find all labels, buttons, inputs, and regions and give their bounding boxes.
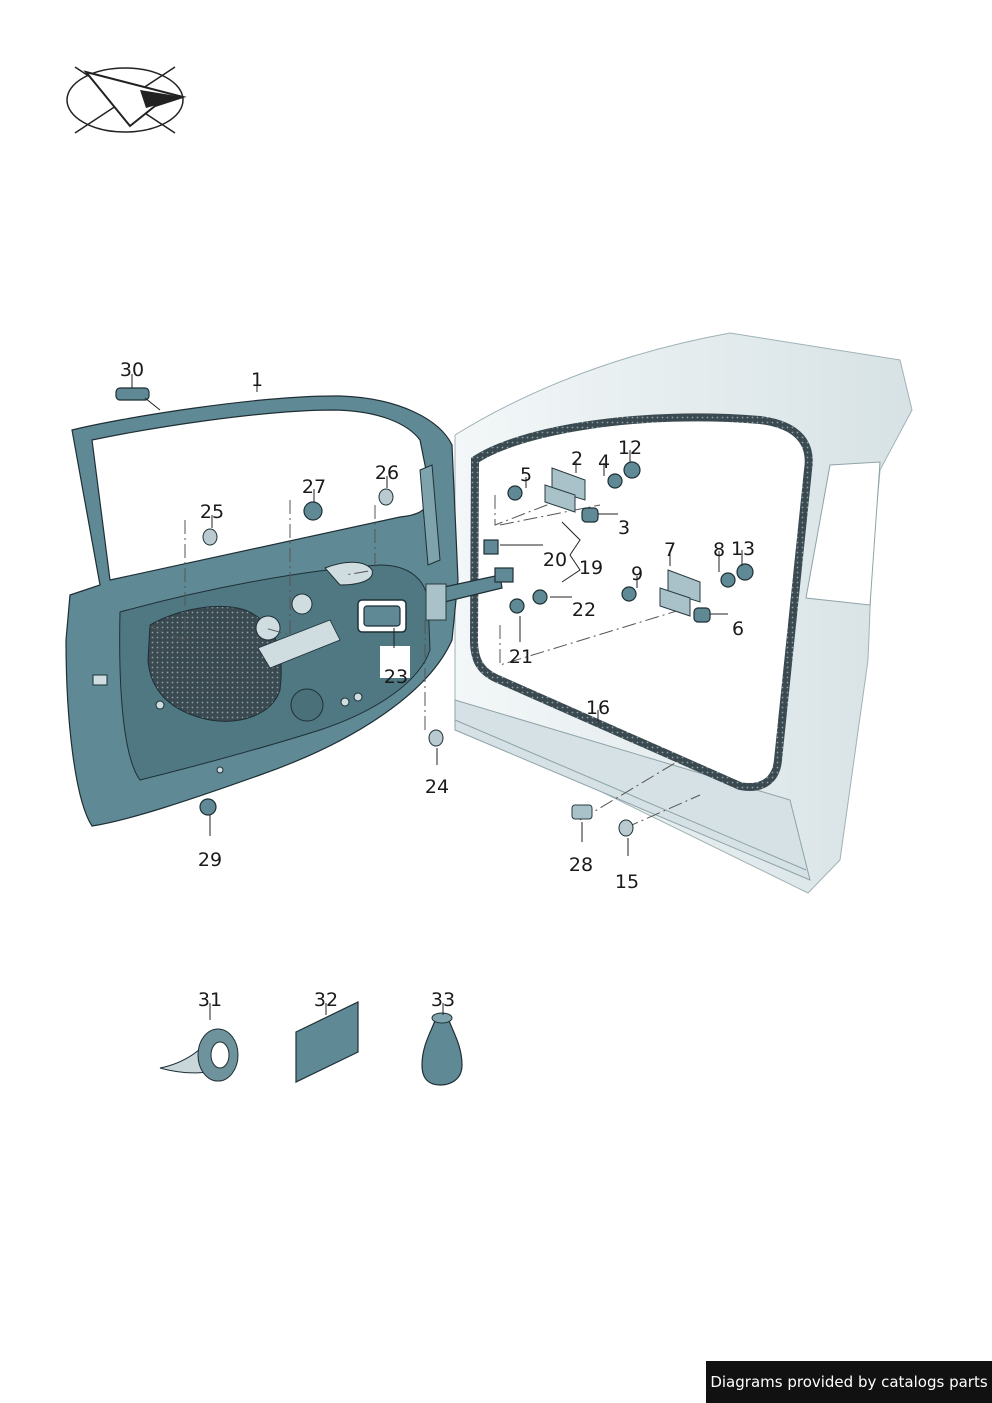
- callout-2: 2: [571, 448, 583, 470]
- footer-credit: Diagrams provided by catalogs parts: [706, 1361, 992, 1403]
- bolts: [429, 461, 754, 614]
- callout-9: 9: [631, 563, 643, 585]
- callout-28: 28: [569, 854, 593, 876]
- callout-24: 24: [425, 776, 449, 798]
- callout-22: 22: [572, 599, 596, 621]
- callout-30: 30: [120, 359, 144, 381]
- callout-4: 4: [598, 451, 610, 473]
- sealant-bag-33-icon: [421, 1012, 463, 1086]
- callout-20: 20: [543, 549, 567, 571]
- paper-plane-logo-icon: [66, 66, 187, 134]
- door-seal-16: [469, 413, 813, 791]
- callout-23: 23: [384, 666, 408, 688]
- callout-26: 26: [375, 462, 399, 484]
- door-check-23: [357, 583, 447, 678]
- upper-hinge-2: [544, 467, 599, 523]
- tape-roll-31-icon: [159, 1028, 239, 1082]
- callout-3: 3: [618, 517, 630, 539]
- callout-5: 5: [520, 464, 532, 486]
- callout-25: 25: [200, 501, 224, 523]
- assembly-lines: [144, 495, 701, 829]
- callout-27: 27: [302, 476, 326, 498]
- callout-33: 33: [431, 989, 455, 1011]
- callout-19: 19: [579, 557, 603, 579]
- callout-15: 15: [615, 871, 639, 893]
- callout-1: 1: [251, 369, 263, 391]
- callout-32: 32: [314, 989, 338, 1011]
- callout-16: 16: [586, 697, 610, 719]
- lower-hinge-7: [659, 569, 711, 623]
- callout-7: 7: [664, 539, 676, 561]
- callout-13: 13: [731, 538, 755, 560]
- callout-8: 8: [713, 539, 725, 561]
- callout-21: 21: [509, 646, 533, 668]
- callout-6: 6: [732, 618, 744, 640]
- door-panel-1: [65, 395, 459, 827]
- sealing-pad-32-icon: [295, 1001, 359, 1083]
- callout-labels: 1 2 3 4 5 6 7 8 9 12 13 15 16 19 20 21 2…: [120, 359, 755, 1011]
- callout-31: 31: [198, 989, 222, 1011]
- leader-lines: [131, 374, 743, 1020]
- callout-29: 29: [198, 849, 222, 871]
- callout-12: 12: [618, 437, 642, 459]
